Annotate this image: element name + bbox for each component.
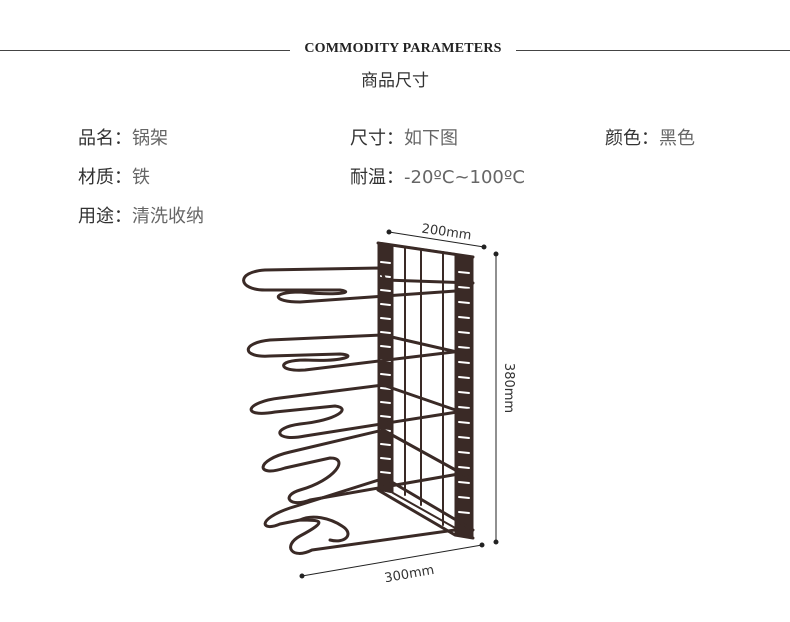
wire-holders	[242, 266, 475, 555]
param-usage-value: 清洗收纳	[132, 206, 204, 227]
header-rule-left	[0, 50, 290, 51]
param-temperature-value: -20ºC~100ºC	[404, 167, 525, 188]
section-title-cn: 商品尺寸	[361, 71, 429, 91]
front-post-slots	[458, 271, 470, 514]
param-size: 尺寸：如下图	[350, 124, 458, 150]
dimension-lines	[299, 229, 499, 579]
back-post-slots	[380, 261, 391, 474]
param-name: 品名：锅架	[78, 124, 168, 150]
pot-rack-image	[242, 241, 475, 555]
dimension-height-label: 380mm	[501, 363, 516, 413]
param-usage-label: 用途：	[78, 206, 132, 227]
param-color-value: 黑色	[659, 128, 695, 149]
param-color-label: 颜色：	[605, 128, 659, 149]
param-material-value: 铁	[132, 167, 150, 188]
header-rule-right	[516, 50, 790, 51]
param-size-label: 尺寸：	[350, 128, 404, 149]
param-usage: 用途：清洗收纳	[78, 202, 204, 228]
param-color: 颜色：黑色	[605, 124, 695, 150]
section-title-en: COMMODITY PARAMETERS	[304, 41, 502, 56]
param-name-value: 锅架	[132, 128, 168, 149]
param-material: 材质：铁	[78, 163, 150, 189]
param-temperature-label: 耐温：	[350, 167, 404, 188]
param-temperature: 耐温：-20ºC~100ºC	[350, 163, 525, 189]
param-name-label: 品名：	[78, 128, 132, 149]
param-material-label: 材质：	[78, 167, 132, 188]
param-size-value: 如下图	[404, 128, 458, 149]
dimension-length-label: 300mm	[383, 563, 435, 586]
dimension-width-label: 200mm	[421, 222, 473, 244]
